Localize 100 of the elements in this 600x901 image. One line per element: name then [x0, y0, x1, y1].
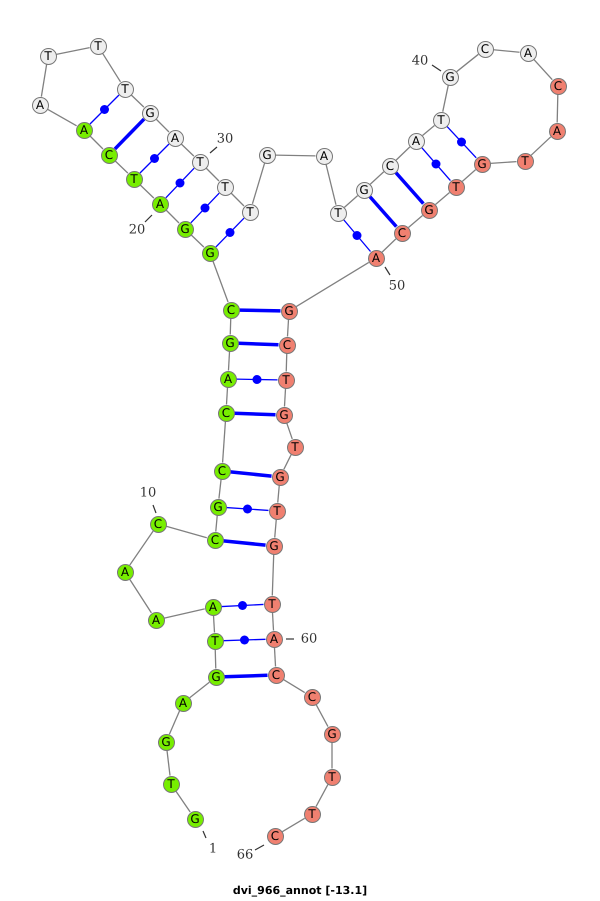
nucleotide-circle: C [214, 462, 230, 480]
nucleotide-circle: A [266, 630, 282, 648]
backbone-line [212, 260, 229, 302]
nucleotide-circle: G [420, 202, 438, 218]
backbone-line [282, 678, 306, 694]
nucleotide-circle: G [202, 244, 218, 262]
base-pair-line [215, 218, 245, 248]
position-number: 66 [236, 848, 254, 862]
backbone-line [296, 262, 370, 308]
base-pair-line [236, 378, 278, 380]
nucleotide-circle: T [40, 48, 56, 64]
backbone-line [189, 682, 210, 698]
backbone-line [370, 171, 384, 185]
backbone-line [490, 160, 517, 164]
backbone-line [556, 94, 558, 123]
base-pair-line [421, 146, 451, 182]
nucleotide-circle: A [32, 96, 48, 114]
nucleotide-circle: A [408, 132, 424, 150]
position-number: 60 [300, 632, 318, 646]
base-pair-line [223, 539, 266, 547]
nucleotide-circle: A [166, 130, 184, 146]
backbone-line [396, 146, 410, 161]
backbone-line [286, 319, 290, 337]
backbone-line [168, 710, 180, 734]
nucleotide-circle: C [550, 78, 566, 94]
backbone-line [215, 515, 218, 532]
nucleotide-circle: A [204, 598, 222, 616]
backbone-line [275, 154, 316, 156]
nucleotide-circle: T [448, 178, 464, 196]
nucleotide-circle: C [218, 404, 234, 422]
backbone-line [331, 742, 333, 768]
nucleotide-circle: T [264, 596, 280, 612]
backbone-line [130, 94, 144, 108]
backbone-line [228, 351, 230, 371]
nucleotide-circle: G [222, 334, 238, 352]
position-number: 50 [388, 278, 406, 294]
nucleotide-circle: T [278, 372, 294, 388]
backbone-line [286, 422, 293, 440]
nucleotide-circle: G [258, 146, 276, 164]
backbone-line [530, 136, 552, 156]
base-pair-line [190, 192, 220, 224]
nucleotide-circle: C [266, 828, 284, 844]
backbone-line [190, 234, 204, 248]
backbone-line [315, 784, 329, 807]
backbone-line [129, 530, 154, 566]
backbone-line [226, 387, 228, 405]
nucleotide-circle: A [116, 564, 134, 580]
nucleotide-circle: G [158, 734, 174, 750]
backbone-line [462, 169, 476, 182]
backbone-line [214, 649, 216, 669]
nucleotide-circle: T [126, 170, 142, 188]
backbone-line [274, 647, 276, 667]
base-pair-line [394, 171, 425, 205]
backbone-line [90, 136, 104, 150]
nucleotide-circle: C [268, 666, 284, 684]
nucleotide-circle: G [276, 406, 292, 424]
base-pair-line [368, 195, 398, 228]
backbone-line [114, 160, 128, 174]
nucleotide-circle: G [442, 68, 458, 86]
base-pair-line [230, 470, 272, 478]
backbone-line [252, 162, 266, 204]
nucleotide-circle: C [206, 532, 224, 548]
backbone-line [282, 818, 306, 832]
backbone-line [408, 215, 423, 228]
backbone-line [230, 192, 244, 206]
nucleotide-circle: T [242, 204, 258, 220]
nucleotide-circle: T [432, 112, 450, 128]
backbone-line [222, 421, 226, 463]
backbone-line [286, 353, 288, 372]
position-number: 1 [208, 842, 218, 856]
nucleotide-circle: G [210, 498, 226, 516]
nucleotide-circle: T [116, 80, 134, 98]
nucleotide-circle: G [176, 220, 194, 238]
nucleotide-circle: T [268, 502, 286, 520]
backbone-line [442, 85, 449, 112]
nucleotide-circle: A [220, 370, 236, 388]
base-pair-line [140, 144, 170, 174]
nucleotide-circle: A [548, 122, 566, 140]
base-pair-line [446, 126, 477, 158]
backbone-line [180, 143, 194, 157]
nucleotide-circle: T [216, 178, 234, 196]
position-number: 10 [140, 486, 156, 500]
position-number: 20 [128, 222, 146, 238]
nucleotide-circle: A [152, 196, 168, 212]
base-pair-line [226, 506, 269, 512]
backbone-line [274, 519, 277, 538]
backbone-line [40, 64, 48, 97]
backbone-line [325, 164, 337, 205]
nucleotide-circle: G [208, 668, 224, 686]
backbone-line [129, 578, 152, 614]
nucleotide-circle: C [476, 40, 494, 58]
nucleotide-circle: T [286, 438, 304, 456]
backbone-line [156, 118, 170, 132]
base-pair-line [223, 638, 266, 642]
nucleotide-circle: A [316, 148, 332, 164]
base-pair-line [342, 219, 372, 252]
position-number: 30 [216, 132, 234, 146]
backbone-line [284, 388, 286, 407]
nucleotide-circle: T [516, 152, 534, 170]
nucleotide-circle: C [100, 146, 118, 164]
